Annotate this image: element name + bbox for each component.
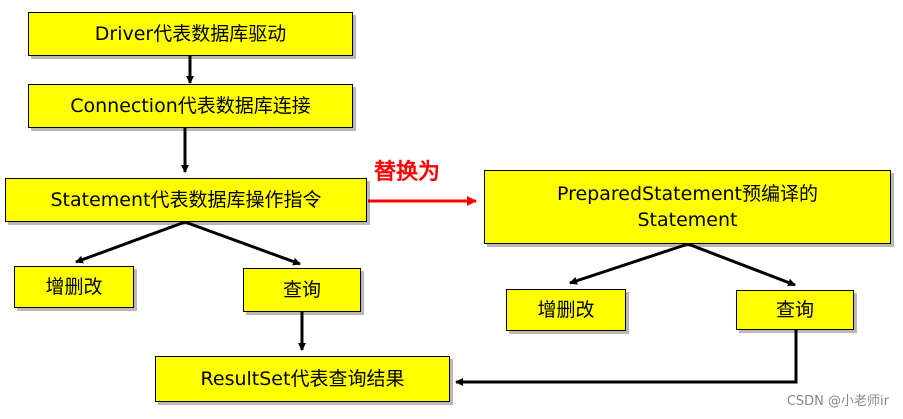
arrow-statement-to-query <box>184 220 301 266</box>
replace-label: 替换为 <box>374 160 441 185</box>
driver-node: Driver代表数据库驱动 <box>28 12 353 56</box>
driver-label: Driver代表数据库驱动 <box>94 23 287 45</box>
resultset-node: ResultSet代表查询结果 <box>155 356 450 402</box>
ps-add-delete-modify-node: 增删改 <box>506 289 626 331</box>
prepared-statement-label: PreparedStatement预编译的 Statement <box>556 183 819 231</box>
arrow-statement-to-add-delete-modify <box>75 220 186 264</box>
query-label: 查询 <box>282 279 321 301</box>
ps-query-label: 查询 <box>775 299 814 321</box>
query-node: 查询 <box>243 268 361 312</box>
ps-add-delete-modify-label: 增删改 <box>537 299 595 321</box>
add-delete-modify-node: 增删改 <box>14 266 134 308</box>
arrow-prepared-to-query <box>687 242 796 287</box>
arrow-ps-query-to-resultset <box>455 330 798 386</box>
connection-label: Connection代表数据库连接 <box>70 95 311 117</box>
ps-query-node: 查询 <box>736 290 854 330</box>
statement-node: Statement代表数据库操作指令 <box>5 178 367 222</box>
arrow-prepared-to-add-delete-modify <box>569 242 689 285</box>
prepared-statement-node: PreparedStatement预编译的 Statement <box>484 170 891 244</box>
statement-label: Statement代表数据库操作指令 <box>50 189 322 211</box>
connection-node: Connection代表数据库连接 <box>28 84 353 128</box>
add-delete-modify-label: 增删改 <box>45 276 103 298</box>
resultset-label: ResultSet代表查询结果 <box>200 368 405 390</box>
watermark: CSDN @小老师ir <box>786 394 889 409</box>
